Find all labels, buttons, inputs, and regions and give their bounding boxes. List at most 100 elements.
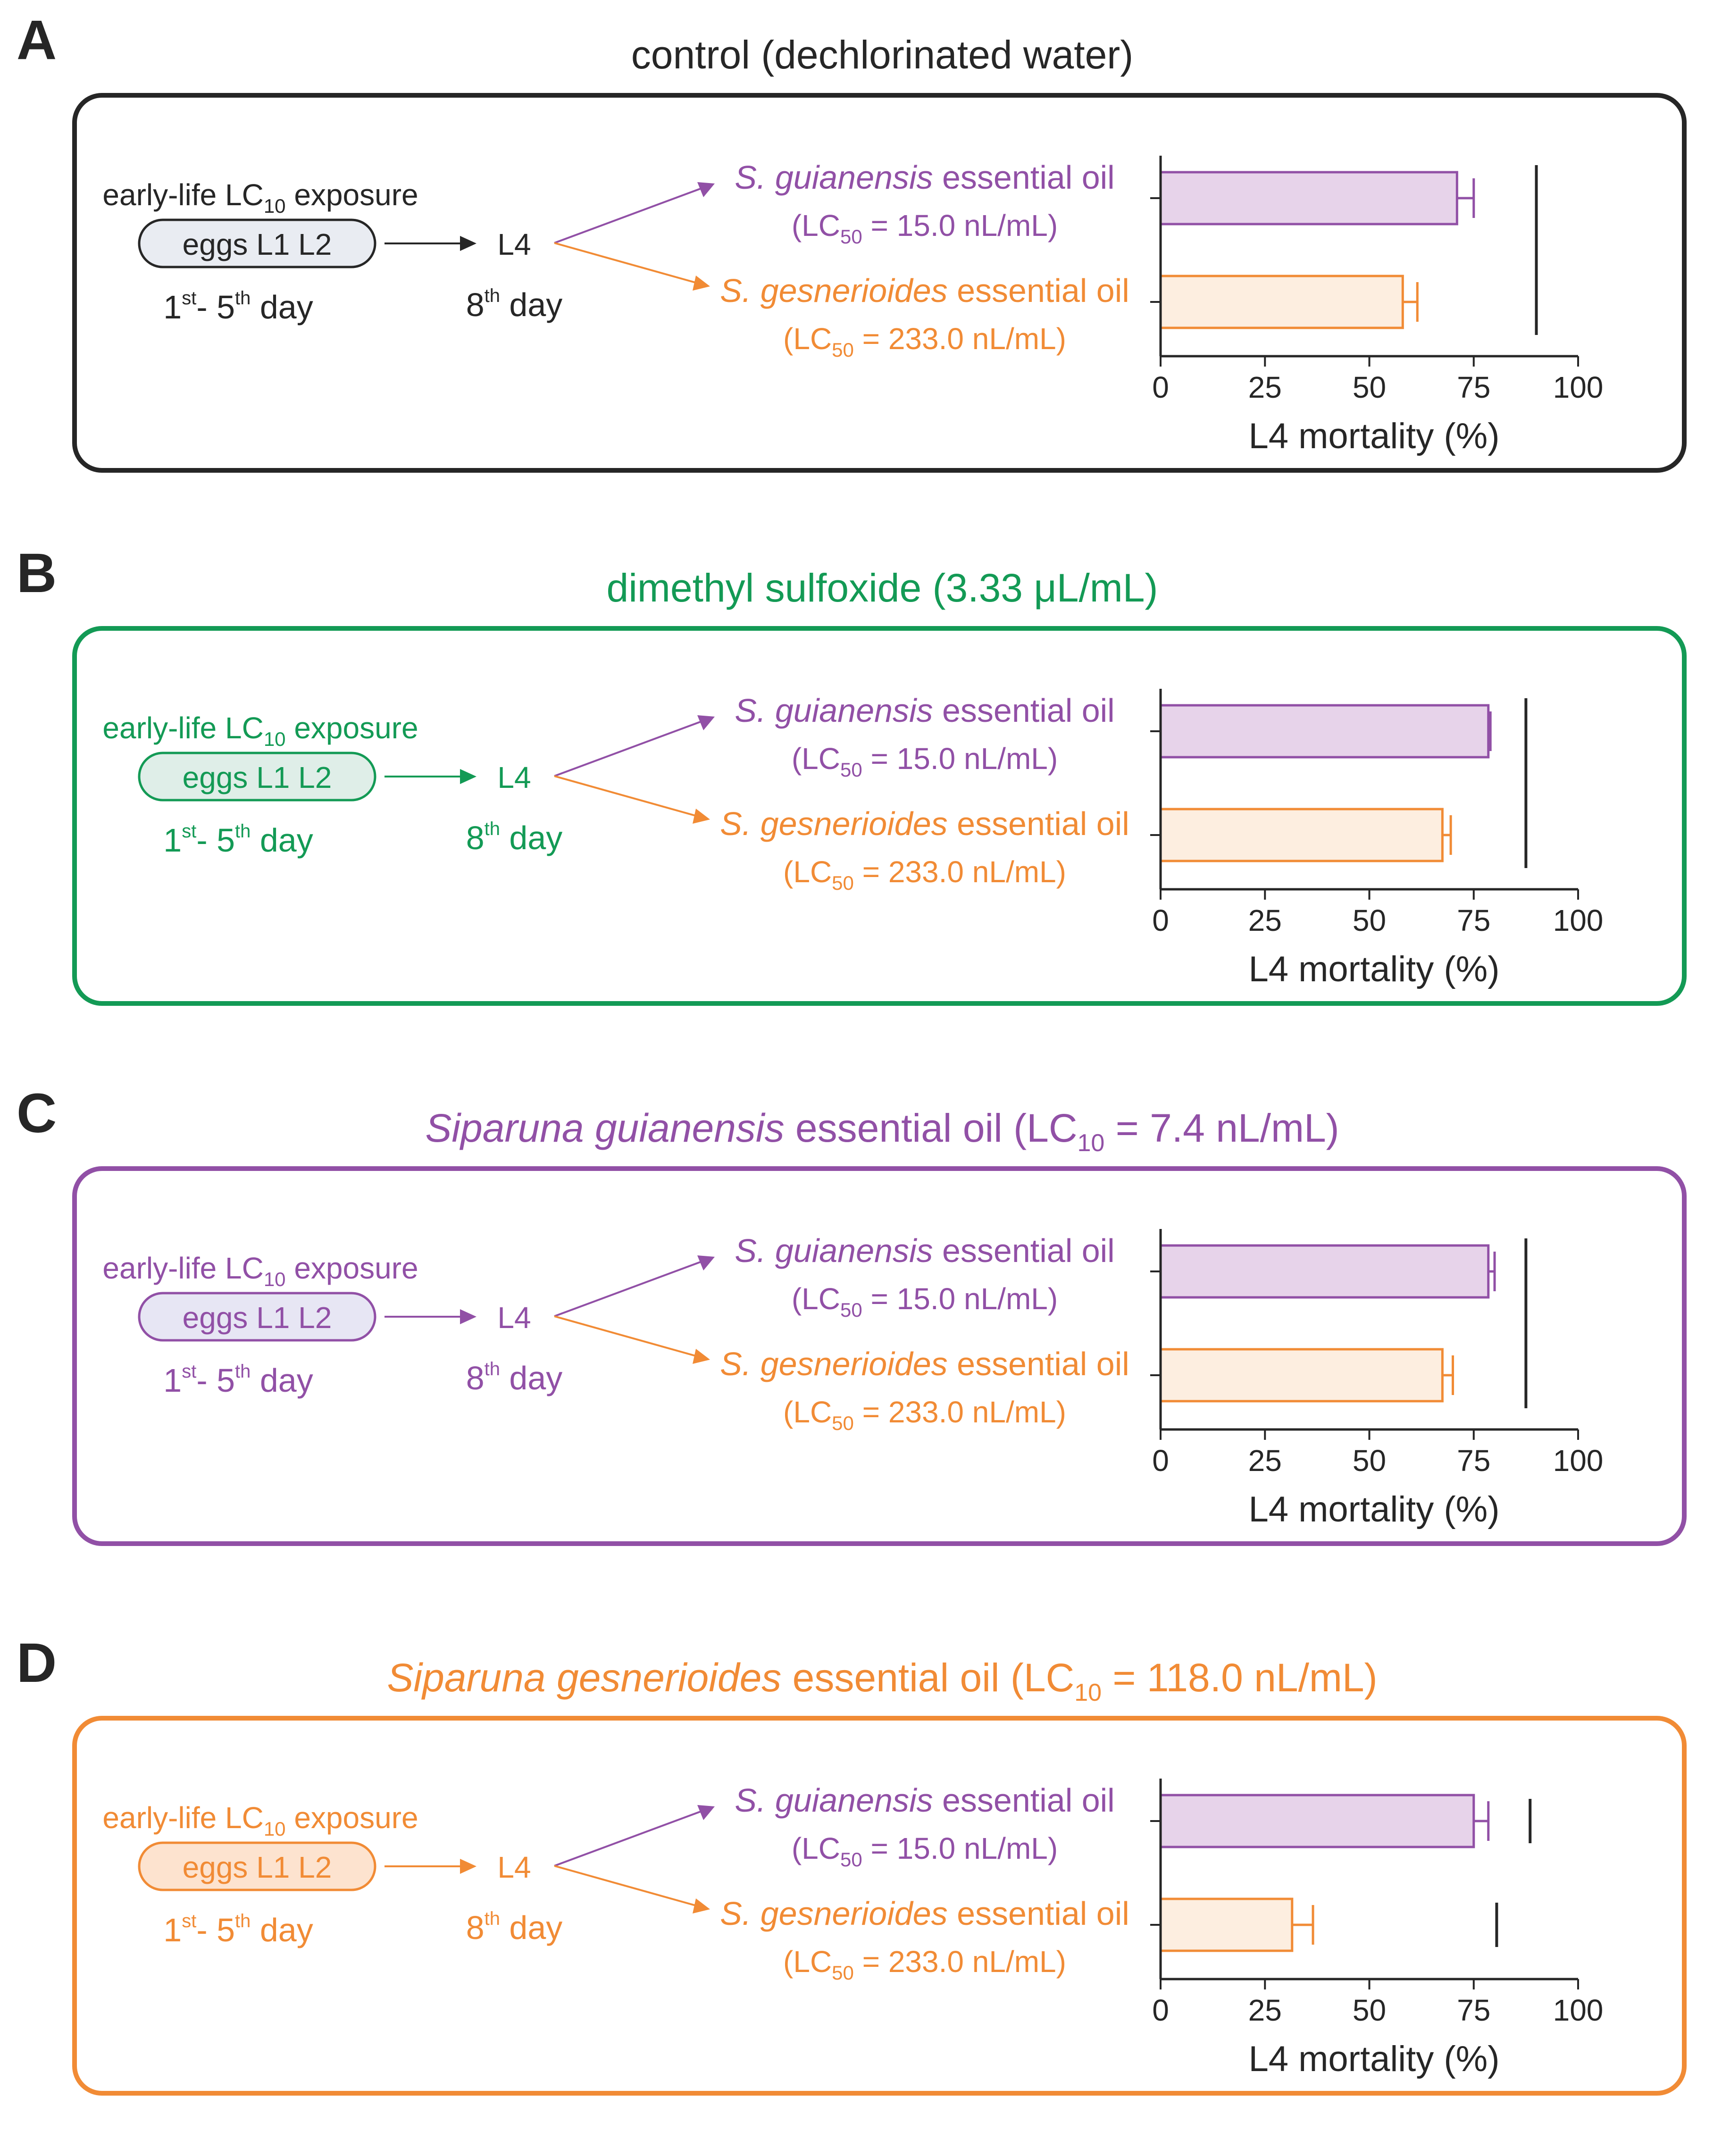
panel-frame [72, 1166, 1687, 1546]
x-tick-label: 0 [1152, 903, 1169, 937]
bar-sge [1159, 808, 1444, 862]
bar-sg [1159, 1244, 1490, 1299]
l4-label: L4 [497, 760, 531, 794]
stage-labels: eggs L1 L2 [183, 1850, 332, 1884]
bar-sg [1159, 171, 1458, 226]
x-tick-label: 0 [1152, 370, 1169, 404]
treatment-lc-sg: (LC50 = 15.0 nL/mL) [792, 1831, 1058, 1871]
bar-sg [1159, 1794, 1475, 1848]
branch-arrow-sg [554, 187, 703, 244]
treatment-label-sge: S. gesnerioides essential oil [720, 1895, 1129, 1932]
treatment-label-sge: S. gesnerioides essential oil [720, 1345, 1129, 1382]
arrow-head [460, 769, 476, 784]
panel-title: control (dechlorinated water) [631, 33, 1134, 77]
stage-pill [138, 1292, 376, 1342]
x-tick-label: 25 [1248, 1444, 1282, 1478]
branch-arrow-sge [554, 775, 698, 817]
panel-label: B [17, 542, 57, 604]
stage-pill [138, 218, 376, 268]
treatment-lc-sge: (LC50 = 233.0 nL/mL) [783, 1945, 1066, 1984]
x-tick-label: 75 [1457, 903, 1490, 937]
x-tick-label: 100 [1553, 1444, 1604, 1478]
treatment-label-sg: S. guianensis essential oil [735, 692, 1115, 729]
panel-label: A [17, 9, 57, 71]
x-axis-label: L4 mortality (%) [1248, 1489, 1499, 1529]
bar-sge [1159, 1897, 1294, 1952]
treatment-label-sg: S. guianensis essential oil [735, 159, 1115, 196]
day8-label: 8th day [466, 1908, 563, 1946]
treatment-label-sge: S. gesnerioides essential oil [720, 805, 1129, 842]
stage-labels: eggs L1 L2 [183, 1301, 332, 1335]
panel-label: D [17, 1632, 57, 1694]
treatment-lc-sge: (LC50 = 233.0 nL/mL) [783, 322, 1066, 361]
arrow-head [460, 236, 476, 251]
x-tick-label: 50 [1353, 1993, 1386, 2027]
x-tick-label: 100 [1553, 370, 1604, 404]
branch-arrow-sge [554, 242, 698, 284]
chart: 0 25 50 75 100 L4 mortality (%) [1150, 156, 1603, 456]
x-tick-label: 0 [1152, 1444, 1169, 1478]
x-tick-label: 75 [1457, 370, 1490, 404]
treatment-label-sg: S. guianensis essential oil [735, 1782, 1115, 1819]
x-tick-label: 100 [1553, 1993, 1604, 2027]
l4-label: L4 [497, 1850, 531, 1884]
arrow-head [460, 1309, 476, 1324]
arrow-head [697, 1805, 715, 1820]
days-label: 1st- 5th day [163, 821, 313, 859]
x-tick-label: 25 [1248, 1993, 1282, 2027]
x-tick-label: 50 [1353, 370, 1386, 404]
panel-frame [72, 1716, 1687, 2096]
day8-label: 8th day [466, 819, 563, 856]
x-tick-label: 25 [1248, 370, 1282, 404]
panel-frame [72, 93, 1687, 473]
exposure-label: early-life LC10 exposure [102, 1801, 418, 1840]
x-axis-label: L4 mortality (%) [1248, 416, 1499, 456]
exposure-label: early-life LC10 exposure [102, 1251, 418, 1290]
treatment-lc-sg: (LC50 = 15.0 nL/mL) [792, 209, 1058, 248]
bar-sg [1159, 704, 1490, 759]
branch-arrow-sge [554, 1315, 698, 1357]
branch-arrow-sg [554, 1260, 703, 1317]
arrow-head [693, 276, 710, 291]
days-label: 1st- 5th day [163, 1911, 313, 1948]
x-tick-label: 25 [1248, 903, 1282, 937]
x-tick-label: 100 [1553, 903, 1604, 937]
treatment-lc-sg: (LC50 = 15.0 nL/mL) [792, 742, 1058, 781]
day8-label: 8th day [466, 285, 563, 323]
panel-title: Siparuna guianensis essential oil (LC10 … [425, 1106, 1339, 1157]
bar-sge [1159, 1348, 1444, 1403]
treatment-lc-sg: (LC50 = 15.0 nL/mL) [792, 1282, 1058, 1321]
panel-frame [72, 626, 1687, 1006]
treatment-lc-sge: (LC50 = 233.0 nL/mL) [783, 855, 1066, 894]
arrow-head [693, 1898, 710, 1914]
stage-pill [138, 752, 376, 802]
x-tick-label: 50 [1353, 1444, 1386, 1478]
panel-label: C [17, 1082, 57, 1145]
day8-label: 8th day [466, 1359, 563, 1396]
panel-title: dimethyl sulfoxide (3.33 μL/mL) [607, 566, 1158, 610]
branch-arrow-sge [554, 1865, 698, 1907]
arrow-head [693, 809, 710, 824]
x-tick-label: 50 [1353, 903, 1386, 937]
panel-title: Siparuna gesnerioides essential oil (LC1… [387, 1655, 1377, 1706]
arrow-head [460, 1859, 476, 1874]
x-tick-label: 75 [1457, 1444, 1490, 1478]
panel-svg: D Siparuna gesnerioides essential oil (LC… [17, 1632, 1687, 2096]
arrow-head [697, 1255, 715, 1270]
x-tick-label: 75 [1457, 1993, 1490, 2027]
l4-label: L4 [497, 1301, 531, 1335]
days-label: 1st- 5th day [163, 288, 313, 326]
panel-c: C Siparuna guianensis essential oil (LC10… [0, 1073, 1722, 1606]
x-tick-label: 0 [1152, 1993, 1169, 2027]
chart: 0 25 50 75 100 L4 mortality (%) [1150, 1229, 1603, 1529]
treatment-label-sg: S. guianensis essential oil [735, 1232, 1115, 1269]
panel-svg: C Siparuna guianensis essential oil (LC10… [17, 1082, 1687, 1546]
exposure-label: early-life LC10 exposure [102, 711, 418, 750]
stage-labels: eggs L1 L2 [183, 227, 332, 261]
